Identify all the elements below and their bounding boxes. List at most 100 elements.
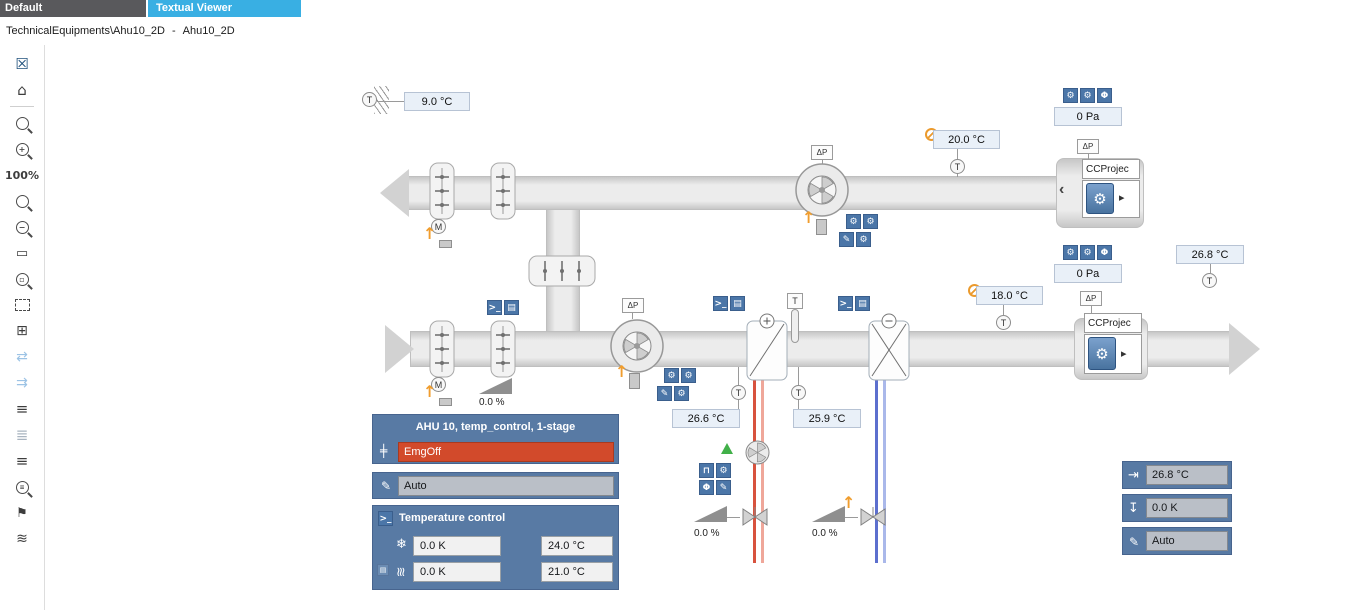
- find-icon[interactable]: ≡: [0, 474, 44, 500]
- exhaust-damper-2[interactable]: [490, 162, 516, 220]
- layers-icon[interactable]: ≡: [15, 400, 29, 418]
- setpoint-prompt-icon[interactable]: >_: [838, 296, 853, 311]
- mode-field-right[interactable]: Auto: [1146, 531, 1228, 551]
- heating-coil[interactable]: [746, 312, 788, 382]
- cc-project-label: CCProjec: [1082, 159, 1140, 179]
- extract-pressure-reading[interactable]: 0 Pa: [1054, 107, 1122, 126]
- program-icon[interactable]: ▤: [855, 296, 870, 311]
- pan-icon[interactable]: ⇄: [16, 349, 28, 365]
- tab-textual-viewer[interactable]: Textual Viewer: [146, 0, 301, 17]
- actuator-icon: [629, 373, 640, 389]
- settings-gear-button[interactable]: ⚙: [1086, 183, 1114, 214]
- gear-icon[interactable]: ⚙: [1080, 88, 1095, 103]
- supply-fan[interactable]: [609, 318, 665, 374]
- offset-panel: ↧ 0.0 K: [1122, 494, 1232, 522]
- cooling-valve[interactable]: [858, 505, 888, 530]
- outside-damper-1[interactable]: [429, 320, 455, 378]
- supply-temp-reading[interactable]: 18.0 °C: [976, 286, 1043, 305]
- cc-project-label: CCProjec: [1084, 313, 1142, 333]
- exhaust-damper-1[interactable]: [429, 162, 455, 220]
- tab-default[interactable]: Default: [0, 0, 146, 17]
- supply-pressure-reading[interactable]: 0 Pa: [1054, 264, 1122, 283]
- gear-icon[interactable]: ⚙: [863, 214, 878, 229]
- outside-damper-2[interactable]: [490, 320, 516, 378]
- toolbar-divider: [10, 106, 34, 107]
- damper-motor-top: M: [431, 219, 446, 234]
- fit-view-icon[interactable]: [0, 292, 44, 318]
- zoom-pointer-icon[interactable]: [0, 188, 44, 214]
- extract-temp-reading[interactable]: 20.0 °C: [933, 130, 1000, 149]
- heating-pump[interactable]: [744, 439, 771, 466]
- override-arrow-icon: ↑: [842, 493, 856, 512]
- pencil-icon[interactable]: ✎: [657, 386, 672, 401]
- gear-icon[interactable]: ⚙: [1080, 245, 1095, 260]
- heating-offset-field[interactable]: 0.0 K: [413, 562, 501, 582]
- extract-fan[interactable]: [794, 162, 850, 218]
- recirculation-damper[interactable]: [528, 255, 596, 287]
- offset-field[interactable]: 0.0 K: [1146, 498, 1228, 518]
- input-arrow-icon: ⇥: [1128, 468, 1139, 483]
- setpoint-prompt-icon[interactable]: >_: [713, 296, 728, 311]
- cooling-offset-field[interactable]: 0.0 K: [413, 536, 501, 556]
- damper-command-icon: ╪: [380, 444, 388, 458]
- gear-icon[interactable]: ⚙: [716, 463, 731, 478]
- zoom-region-icon[interactable]: ▫: [0, 266, 44, 292]
- expand-view-icon[interactable]: ⊞: [16, 323, 28, 339]
- home-icon[interactable]: ⌂: [17, 81, 27, 99]
- mode-field[interactable]: Auto: [398, 476, 614, 496]
- related-icon[interactable]: ≋: [16, 531, 28, 547]
- expand-chevron[interactable]: ▸: [1119, 192, 1125, 204]
- coil-outlet-temp-reading[interactable]: 25.9 °C: [793, 409, 861, 428]
- power-icon[interactable]: Φ: [699, 480, 714, 495]
- depth-icon[interactable]: ≡: [15, 452, 29, 470]
- damper-position-label[interactable]: 0.0 %: [479, 397, 505, 408]
- pencil-icon[interactable]: ✎: [839, 232, 854, 247]
- cooling-setpoint-field[interactable]: 24.0 °C: [541, 536, 613, 556]
- outside-temp-reading[interactable]: 9.0 °C: [404, 92, 470, 111]
- actuator-icon: [439, 398, 452, 406]
- gear-icon[interactable]: ⚙: [1063, 88, 1078, 103]
- expand-chevron[interactable]: ▸: [1121, 348, 1127, 360]
- gear-icon[interactable]: ⚙: [856, 232, 871, 247]
- cooling-coil[interactable]: [868, 312, 910, 382]
- program-icon[interactable]: ▤: [730, 296, 745, 311]
- gear-icon[interactable]: ⚙: [846, 214, 861, 229]
- cooling-pipe-return: [883, 380, 886, 563]
- room-temp-reading[interactable]: 26.8 °C: [1176, 245, 1244, 264]
- power-icon[interactable]: Φ: [1097, 88, 1112, 103]
- gear-icon[interactable]: ⚙: [674, 386, 689, 401]
- pulse-icon[interactable]: ⊓: [699, 463, 714, 478]
- program-icon[interactable]: ▤: [504, 300, 519, 315]
- zoom-icon[interactable]: [0, 110, 44, 136]
- settings-gear-button[interactable]: ⚙: [1088, 337, 1116, 370]
- follow-icon[interactable]: ⇉: [16, 375, 28, 391]
- connector-line: [798, 400, 799, 409]
- emg-status-field[interactable]: EmgOff: [398, 442, 614, 462]
- room-temp-field[interactable]: 26.8 °C: [1146, 465, 1228, 485]
- breadcrumb-path[interactable]: TechnicalEquipments\Ahu10_2D: [6, 25, 165, 37]
- pencil-icon[interactable]: ✎: [716, 480, 731, 495]
- cooling-pipe-supply: [875, 380, 878, 563]
- gear-icon[interactable]: ⚙: [664, 368, 679, 383]
- heating-valve[interactable]: [740, 505, 770, 530]
- coil-inlet-temp-sensor: T: [731, 385, 746, 400]
- gear-icon[interactable]: ⚙: [681, 368, 696, 383]
- setpoint-prompt-icon[interactable]: >_: [487, 300, 502, 315]
- extract-air-arrow: [380, 169, 409, 217]
- magnifier-region-icon: ▫: [15, 272, 29, 286]
- heating-setpoint-field[interactable]: 21.0 °C: [541, 562, 613, 582]
- select-region-icon[interactable]: ▭: [15, 245, 29, 261]
- collapse-chevron[interactable]: ‹: [1059, 181, 1065, 198]
- zoom-in-icon[interactable]: +: [0, 136, 44, 162]
- flag-icon[interactable]: ⚑: [16, 505, 28, 521]
- heating-valve-position-label[interactable]: 0.0 %: [694, 528, 720, 539]
- zoom-out-icon[interactable]: −: [0, 214, 44, 240]
- gear-icon[interactable]: ⚙: [1063, 245, 1078, 260]
- power-icon[interactable]: Φ: [1097, 245, 1112, 260]
- cooling-valve-position-label[interactable]: 0.0 %: [812, 528, 838, 539]
- layers-select-icon[interactable]: ≣: [15, 426, 29, 444]
- excel-report-icon[interactable]: ☒: [15, 55, 29, 73]
- coil-inlet-temp-reading[interactable]: 26.6 °C: [672, 409, 740, 428]
- breadcrumb-current[interactable]: Ahu10_2D: [182, 25, 235, 37]
